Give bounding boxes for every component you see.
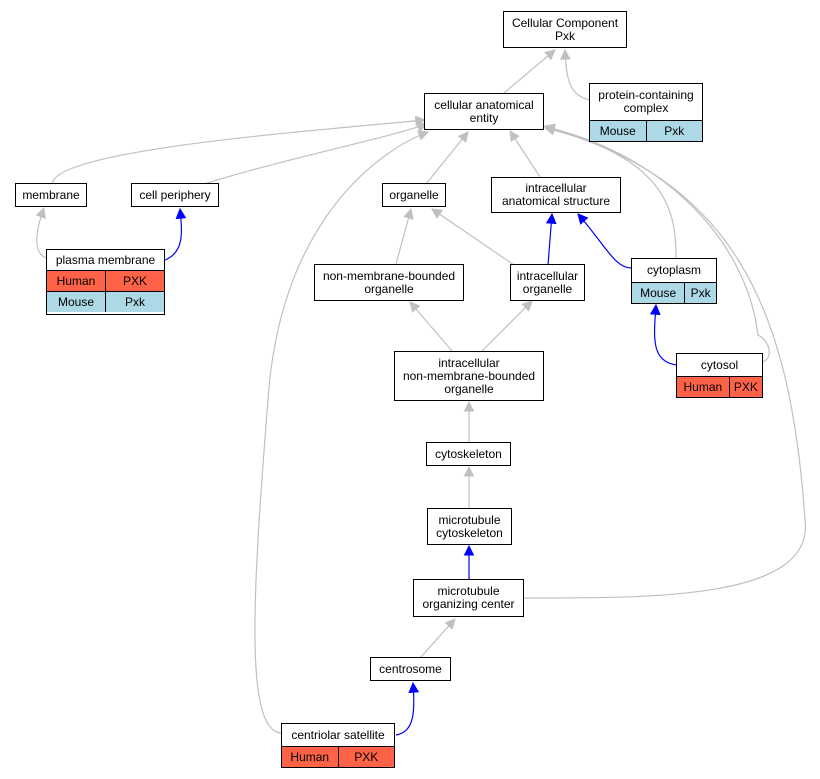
node-label: cytoplasm bbox=[646, 263, 702, 277]
species-row: Mouse Pxk bbox=[632, 282, 716, 303]
node-label: microtubule cytoskeleton bbox=[436, 512, 503, 540]
node-label: microtubule organizing center bbox=[422, 584, 515, 611]
edge-membrane-cae bbox=[51, 115, 427, 185]
node-cellular-component[interactable]: Cellular Component Pxk bbox=[503, 11, 627, 48]
edge-cae-root bbox=[503, 49, 556, 94]
edge-nmbo-organelle bbox=[395, 207, 414, 265]
node-intracellular-organelle[interactable]: intracellular organelle bbox=[510, 264, 585, 301]
edge-pm-cellperiph[interactable] bbox=[164, 207, 187, 261]
node-cell-periphery[interactable]: cell periphery bbox=[131, 183, 219, 207]
node-organelle[interactable]: organelle bbox=[382, 183, 446, 207]
gene-cell[interactable]: Pxk bbox=[684, 283, 716, 303]
node-centriolar-satellite[interactable]: centriolar satellite Human PXK bbox=[281, 723, 395, 768]
node-label: intracellular non-membrane-bounded organ… bbox=[402, 355, 536, 396]
node-label: cellular anatomical entity bbox=[434, 97, 534, 125]
edge-ias-cae bbox=[509, 130, 541, 178]
node-membrane[interactable]: membrane bbox=[15, 183, 87, 207]
edge-pm-membrane bbox=[35, 206, 47, 259]
gene-cell[interactable]: PXK bbox=[337, 747, 394, 767]
node-cytoskeleton[interactable]: cytoskeleton bbox=[426, 442, 511, 466]
node-centrosome[interactable]: centrosome bbox=[370, 657, 451, 681]
species-cell[interactable]: Human bbox=[282, 747, 338, 767]
edge-io-organelle bbox=[431, 208, 515, 266]
node-label: cytosol bbox=[700, 357, 739, 372]
edge-inmbo-nmbo bbox=[409, 301, 453, 352]
edge-centrosome-mtoc bbox=[419, 618, 456, 659]
species-row-human: Human PXK bbox=[47, 270, 164, 291]
species-cell[interactable]: Mouse bbox=[632, 283, 685, 303]
node-microtubule-cytoskeleton[interactable]: microtubule cytoskeleton bbox=[427, 508, 512, 545]
edge-mtoc-cae bbox=[523, 123, 806, 599]
node-label: cell periphery bbox=[139, 187, 211, 202]
node-label: intracellular organelle bbox=[516, 268, 579, 296]
node-label: centrosome bbox=[379, 661, 442, 676]
node-label: Cellular Component Pxk bbox=[511, 15, 619, 43]
edge-cellperiph-cae bbox=[203, 122, 429, 185]
node-microtubule-organizing-center[interactable]: microtubule organizing center bbox=[413, 579, 524, 617]
node-label: plasma membrane bbox=[55, 252, 156, 267]
gene-cell[interactable]: Pxk bbox=[105, 292, 164, 312]
node-label: protein-containing complex bbox=[598, 88, 694, 115]
node-label: non-membrane-bounded organelle bbox=[322, 268, 456, 296]
node-cellular-anatomical-entity[interactable]: cellular anatomical entity bbox=[424, 93, 544, 130]
species-cell[interactable]: Human bbox=[677, 377, 729, 397]
node-non-membrane-bounded-organelle[interactable]: non-membrane-bounded organelle bbox=[314, 264, 464, 301]
edge-io-ias[interactable] bbox=[545, 212, 557, 266]
species-row: Human PXK bbox=[677, 376, 762, 397]
species-cell[interactable]: Mouse bbox=[590, 121, 646, 141]
node-intracellular-anatomical-structure[interactable]: intracellular anatomical structure bbox=[491, 177, 621, 213]
edge-cs-centrosome[interactable] bbox=[395, 681, 420, 736]
node-label: cytoskeleton bbox=[435, 446, 502, 461]
species-cell[interactable]: Human bbox=[47, 271, 105, 291]
edge-cytosol-cytoplasm[interactable] bbox=[649, 303, 678, 366]
gene-cell[interactable]: Pxk bbox=[645, 121, 702, 141]
species-row-mouse: Mouse Pxk bbox=[47, 291, 164, 312]
edge-cs-cae bbox=[254, 130, 430, 734]
edge-pcc-root bbox=[559, 48, 591, 101]
edge-cytoplasm-ias[interactable] bbox=[577, 213, 632, 269]
node-protein-containing-complex[interactable]: protein-containing complex Mouse Pxk bbox=[589, 83, 703, 142]
species-cell[interactable]: Mouse bbox=[47, 292, 105, 312]
node-label: centriolar satellite bbox=[291, 727, 385, 742]
node-intracellular-non-membrane-bounded-organelle[interactable]: intracellular non-membrane-bounded organ… bbox=[394, 351, 544, 401]
node-label: organelle bbox=[389, 187, 439, 202]
species-row: Human PXK bbox=[282, 746, 394, 767]
edge-organelle-cae bbox=[425, 131, 469, 185]
edge-inmbo-io bbox=[481, 300, 533, 352]
edge-cytosol-cae bbox=[543, 123, 770, 363]
node-label: membrane bbox=[22, 187, 80, 202]
node-plasma-membrane[interactable]: plasma membrane Human PXK Mouse Pxk bbox=[46, 249, 165, 315]
node-label: intracellular anatomical structure bbox=[501, 181, 611, 208]
node-cytoplasm[interactable]: cytoplasm Mouse Pxk bbox=[631, 258, 717, 304]
species-row: Mouse Pxk bbox=[590, 120, 702, 141]
node-cytosol[interactable]: cytosol Human PXK bbox=[676, 353, 763, 398]
gene-cell[interactable]: PXK bbox=[728, 377, 762, 397]
gene-cell[interactable]: PXK bbox=[105, 271, 164, 291]
